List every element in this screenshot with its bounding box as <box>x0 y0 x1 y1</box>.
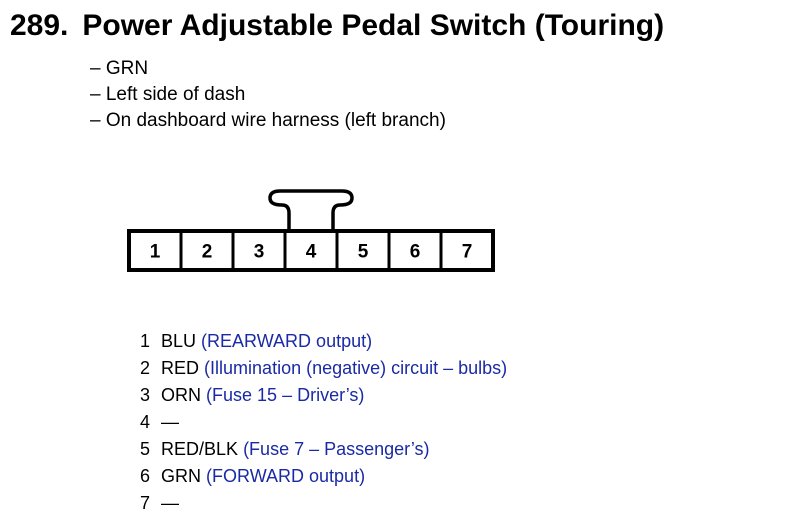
circuit-description: (Illumination (negative) circuit – bulbs… <box>204 358 508 378</box>
connector-body <box>127 229 495 272</box>
pin-row: 6 GRN (FORWARD output) <box>140 463 507 490</box>
pin-row: 3 ORN (Fuse 15 – Driver’s) <box>140 382 507 409</box>
wire-color: — <box>161 412 180 432</box>
wire-color: — <box>161 493 180 513</box>
pin-list: 1 BLU (REARWARD output)2 RED (Illuminati… <box>140 328 507 517</box>
pin-row: 1 BLU (REARWARD output) <box>140 328 507 355</box>
pin-number: 3 <box>140 385 151 405</box>
wire-color: ORN <box>161 385 202 405</box>
pin-row: 5 RED/BLK (Fuse 7 – Passenger’s) <box>140 436 507 463</box>
pin-number: 5 <box>140 439 151 459</box>
connector-lock-tab <box>268 189 354 233</box>
note-connector-color: – GRN <box>90 58 149 79</box>
notes-list: – GRN – Left side of dash – On dashboard… <box>90 56 446 134</box>
pin-number: 7 <box>140 493 151 513</box>
pin-row: 7 — <box>140 490 507 517</box>
circuit-description: (Fuse 7 – Passenger’s) <box>243 439 430 459</box>
pin-row: 4 — <box>140 409 507 436</box>
cavity-label-5: 5 <box>358 242 369 263</box>
pin-row: 2 RED (Illumination (negative) circuit –… <box>140 355 507 382</box>
wire-color: GRN <box>161 466 202 486</box>
cavity-label-1: 1 <box>150 242 161 263</box>
note-harness: – On dashboard wire harness (left branch… <box>90 110 446 131</box>
title-text: Power Adjustable Pedal Switch (Touring) <box>82 9 665 42</box>
connector-diagram: 1 2 3 4 5 6 7 <box>127 189 495 272</box>
pin-number: 2 <box>140 358 151 378</box>
wire-color: BLU <box>161 331 197 351</box>
cavity-label-4: 4 <box>306 242 317 263</box>
wire-color: RED/BLK <box>161 439 239 459</box>
cavity-label-6: 6 <box>410 242 421 263</box>
cavity-label-7: 7 <box>462 242 473 263</box>
section-number: 289. <box>10 9 69 42</box>
pin-number: 1 <box>140 331 151 351</box>
wire-color: RED <box>161 358 200 378</box>
pin-number: 4 <box>140 412 151 432</box>
circuit-description: (REARWARD output) <box>201 331 373 351</box>
page-title: 289. Power Adjustable Pedal Switch (Touri… <box>10 8 664 44</box>
cavity-label-2: 2 <box>202 242 213 263</box>
circuit-description: (FORWARD output) <box>206 466 366 486</box>
cavity-label-3: 3 <box>254 242 265 263</box>
circuit-description: (Fuse 15 – Driver’s) <box>206 385 365 405</box>
pin-number: 6 <box>140 466 151 486</box>
note-location: – Left side of dash <box>90 84 246 105</box>
